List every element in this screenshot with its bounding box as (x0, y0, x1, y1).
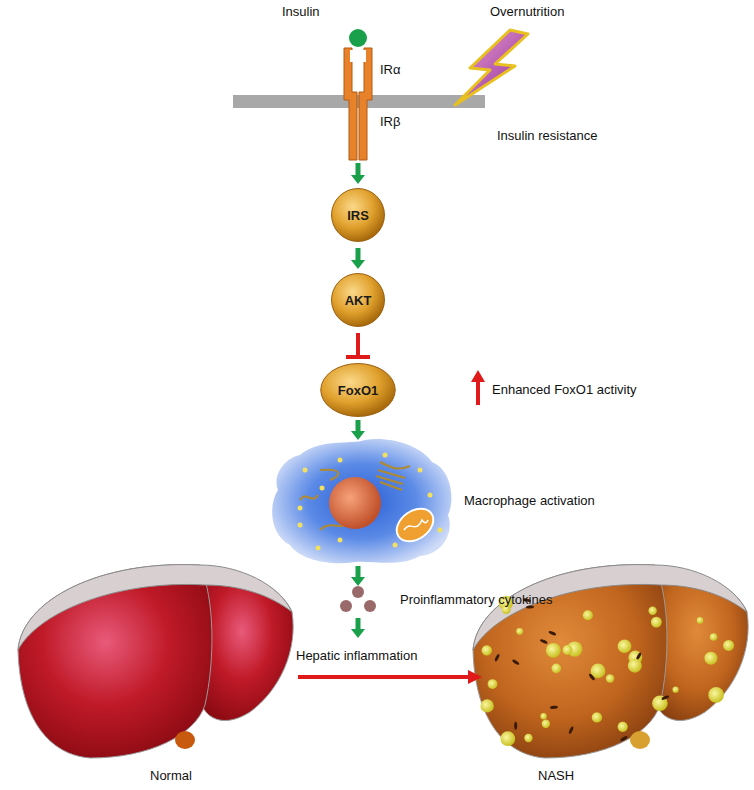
liver-label: Normal (150, 768, 192, 784)
ligand-label: Insulin (282, 4, 320, 20)
receptor-subunit: IRα (380, 62, 401, 78)
process-label: Macrophage activation (464, 493, 595, 509)
protein-ellipse: FoxO1 (320, 363, 396, 417)
node-text: AKT (345, 293, 372, 308)
activity-note: Enhanced FoxO1 activity (492, 382, 637, 398)
inhibition-connector (346, 333, 370, 357)
process-label: Proinflammatory cytokines (400, 592, 552, 608)
receptor-subunit: IRβ (380, 114, 400, 130)
protein-circle: AKT (331, 273, 385, 327)
activation-arrow (351, 248, 365, 269)
condition-label: Insulin resistance (497, 128, 597, 144)
liver-label: NASH (538, 768, 574, 784)
node-text: FoxO1 (338, 383, 378, 398)
process-label: Hepatic inflammation (296, 648, 417, 664)
stimulus-label: Overnutrition (490, 4, 564, 20)
node-text: IRS (347, 208, 369, 223)
protein-circle: IRS (331, 188, 385, 242)
